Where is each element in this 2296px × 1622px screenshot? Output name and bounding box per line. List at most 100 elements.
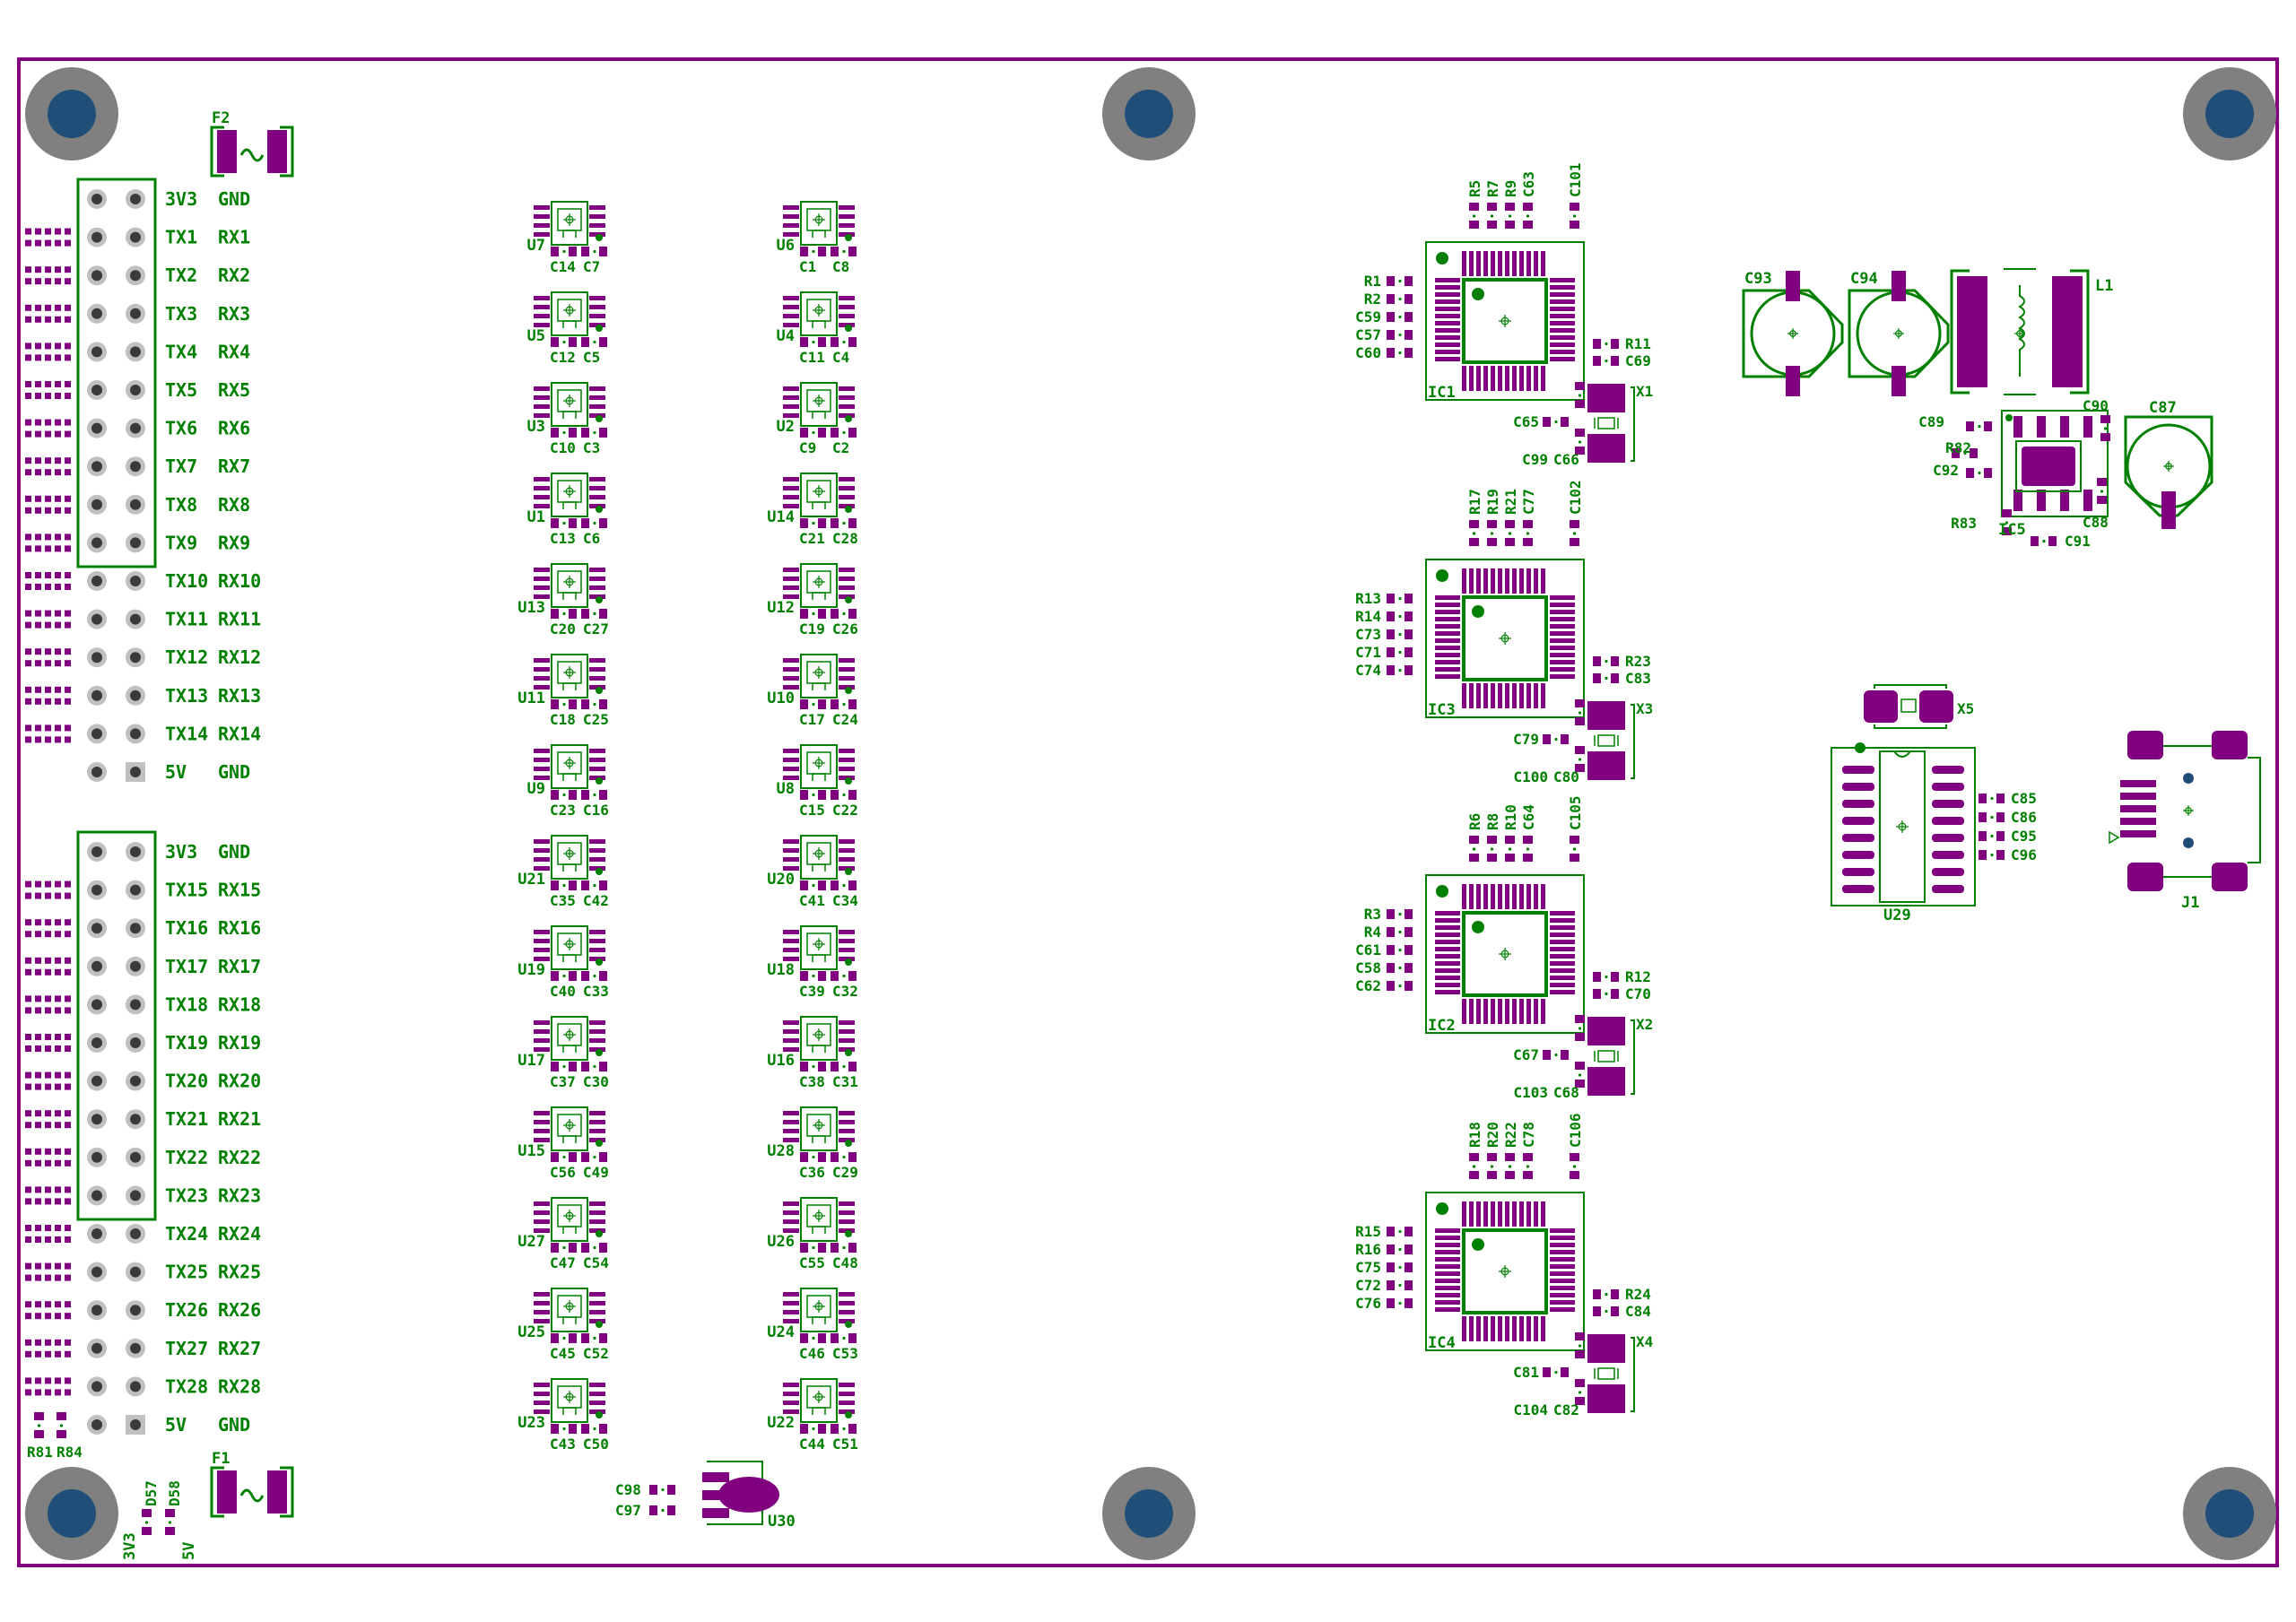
array-pad <box>65 1045 71 1052</box>
sot-body <box>551 382 588 427</box>
sot-pin <box>839 749 855 753</box>
sot-ref: U22 <box>767 1414 795 1432</box>
array-pad <box>55 584 61 590</box>
smd-pad <box>1979 850 1987 860</box>
smd-pad <box>848 699 857 709</box>
header-outline <box>76 178 157 568</box>
array-pad <box>35 1350 41 1357</box>
sot-body <box>800 1106 838 1151</box>
resistor-array <box>25 686 71 705</box>
ic-pin <box>1435 961 1460 966</box>
smd-pair <box>551 1243 577 1253</box>
header-label-right: RX21 <box>218 1108 261 1130</box>
ic-pin <box>1550 357 1575 361</box>
sot-pin <box>589 1029 605 1034</box>
fuse-pad <box>217 1470 237 1514</box>
ic-cap-upper: C79 <box>1513 731 1539 748</box>
array-pad <box>45 698 51 705</box>
array-pad <box>55 278 61 285</box>
smd-pad <box>800 247 808 256</box>
ic-ref: IC4 <box>1428 1334 1456 1352</box>
sot-body <box>551 1288 588 1332</box>
ic-pin <box>1526 884 1531 909</box>
array-pad <box>65 1350 71 1357</box>
array-pad <box>65 621 71 629</box>
sot-pin <box>783 314 799 318</box>
ic-right-label: C84 <box>1625 1303 1651 1320</box>
smd-mark <box>2005 521 2009 525</box>
array-pad <box>65 304 71 311</box>
smd-pair <box>1387 927 1413 937</box>
ic-left-label: R13 <box>1355 590 1381 607</box>
sot-cap1: C20 <box>550 620 576 638</box>
ic-pin <box>1550 918 1575 923</box>
header-pin-hole <box>91 308 102 319</box>
header-label-right: RX14 <box>218 723 261 744</box>
sot-pin <box>839 296 855 300</box>
sot-package <box>783 1378 857 1434</box>
smd-pad <box>1405 594 1413 603</box>
pin1-mark <box>845 1140 852 1147</box>
ic-pin <box>1469 568 1474 594</box>
ic-pin1 <box>1436 569 1448 582</box>
array-pad <box>45 1007 51 1014</box>
ic-pin <box>1435 976 1460 980</box>
ic-pin <box>1550 947 1575 951</box>
ic5-pin <box>2060 416 2069 438</box>
array-pad <box>55 1122 61 1129</box>
smd-pad <box>1469 520 1479 528</box>
array-pad <box>25 1110 31 1117</box>
smd-pad <box>1575 1350 1585 1358</box>
array-pad <box>65 1274 71 1281</box>
u29-cap-label: C85 <box>2011 790 2037 807</box>
ic-cap-lower-a: C99 <box>1522 451 1548 468</box>
smd-mark <box>812 1155 815 1159</box>
sot-pin <box>783 205 799 210</box>
smd-pad <box>1984 421 1992 431</box>
smd-mark <box>1978 471 1981 475</box>
sot-pin <box>534 866 550 871</box>
smd-pad <box>1996 850 2005 860</box>
smd-mark <box>812 1064 815 1069</box>
smd-pair-v <box>1469 836 1479 862</box>
header-pin-hole <box>130 1075 141 1087</box>
header-label-right: RX15 <box>218 880 261 901</box>
sot-cap1: C43 <box>550 1436 576 1453</box>
smd-pair <box>800 428 826 438</box>
sot-pin <box>534 223 550 228</box>
smd-mark <box>562 883 566 888</box>
u29-pin <box>1932 800 1964 808</box>
sot-pin <box>589 395 605 400</box>
smd-mark <box>593 612 596 616</box>
ic-pin <box>1435 285 1460 290</box>
sot-package <box>534 654 607 709</box>
resistor-array <box>25 880 71 899</box>
smd-pad <box>818 1243 826 1253</box>
header-pin-hole <box>91 385 102 395</box>
ic-left-label: C71 <box>1355 644 1381 661</box>
ic-left-label: C61 <box>1355 941 1381 958</box>
smd-pad <box>848 1243 857 1253</box>
smd-pad <box>1543 734 1551 744</box>
smd-pad <box>1570 221 1579 229</box>
smd-pair <box>831 1243 857 1253</box>
smd-mark <box>1472 214 1476 218</box>
smd-pad <box>831 790 839 800</box>
array-pad <box>25 495 31 502</box>
smd-pad <box>1611 972 1619 982</box>
sot-pin <box>589 1292 605 1297</box>
ic-pin <box>1483 366 1488 391</box>
pin1-mark <box>596 1411 603 1418</box>
smd-pair <box>551 1062 577 1071</box>
smd-pair-v <box>1487 520 1497 546</box>
resistor-array <box>25 533 71 552</box>
ic-pin <box>1435 278 1460 282</box>
array-pad <box>55 968 61 976</box>
sot-package <box>783 835 857 890</box>
sot-notch <box>812 1407 826 1415</box>
sot-cap1: C56 <box>550 1164 576 1181</box>
header-pin-hole <box>91 960 102 972</box>
sot-pin <box>589 232 605 237</box>
smd-pad <box>1575 764 1585 772</box>
array-pad <box>45 1262 51 1270</box>
